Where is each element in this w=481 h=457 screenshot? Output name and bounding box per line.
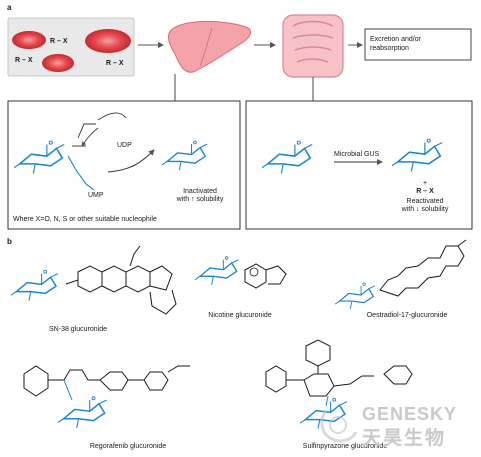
plus-sign: + [422,180,428,187]
acceptor-chain [97,112,127,121]
cell-label-3: R – X [106,60,124,67]
cell-2 [42,54,74,72]
phosphate-linkage [67,155,95,191]
panel-a-label: a [7,3,12,12]
nicotine-glucuronide-name: Nicotine glucuronide [208,312,272,319]
oestradiol-glucuronide-name: Oestradiol-17-glucuronide [366,312,448,319]
inactivated-label: Inactivated with ↑ solubility [176,188,224,203]
regorafenib-structure [23,365,190,429]
cell-3 [85,29,131,53]
watermark-cjk: 天昊生物 [362,428,447,449]
sulfinpyrazone-structure [265,339,413,430]
nucleophile-footnote: Where X=O, N, S or other suitable nucleo… [13,216,157,223]
oestradiol-structure [335,239,467,310]
regorafenib-glucuronide-name: Regorafenib glucuronide [89,443,167,450]
released-aglycone-label: R – X [416,188,434,195]
watermark-logo [320,409,358,443]
sulfinpyrazone-glucuronide-name: Sulfinpyrazone glucuronide [302,443,388,450]
nucleophilic-attack-arrow [81,127,99,147]
sn38-glucuronide-name: SN-38 glucuronide [49,326,107,333]
reaction-arrow [107,149,155,173]
udp-label: UDP [117,142,132,149]
excretion-label: Excretion and/or reabsorption [370,36,421,52]
cell-label-1: R – X [50,38,68,45]
cell-1 [12,31,46,49]
watermark-text: GENESKY [362,404,458,424]
panel-b-label: b [7,237,12,246]
microbial-gus-label: Microbial GUS [334,151,380,158]
glucuronidation-box [7,100,241,230]
red-blood-cells [7,17,135,77]
nicotine-structure [195,256,287,289]
intestine-icon [282,14,344,78]
sn38-structure [10,245,177,315]
reactivated-label: Reactivated with ↓ solubility [401,198,449,213]
ump-label: UMP [88,192,104,199]
excretion-box [364,28,472,61]
deglucuronidation-box [245,100,473,230]
cell-label-2: R – X [15,57,33,64]
liver-icon [167,20,252,73]
